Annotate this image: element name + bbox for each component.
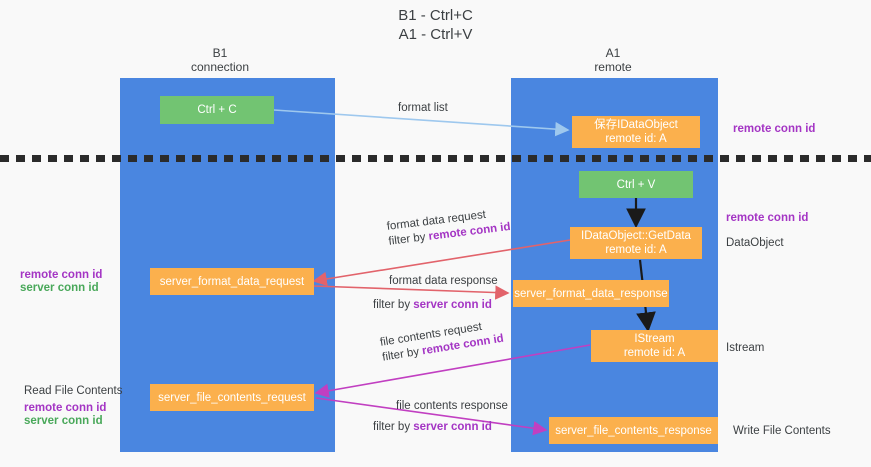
column-a1-name: A1: [605, 46, 621, 60]
edge-label-format-data-response-filter: filter by server conn id: [373, 298, 492, 313]
edge-label-file-contents-response-line1: file contents response: [396, 400, 508, 412]
edge-file-contents-request: [314, 344, 591, 398]
edge-label-format-data-response: format data response: [389, 274, 498, 289]
title-line-1: B1 - Ctrl+C: [398, 7, 473, 24]
annotation-right-dataobject: DataObject: [726, 237, 784, 249]
node-ctrl-v[interactable]: Ctrl + V: [579, 171, 693, 198]
node-istream-line1: IStream: [634, 333, 675, 345]
edge-label-file-contents-response-filter: filter by server conn id: [373, 420, 492, 435]
edge-format-list: [273, 109, 570, 137]
node-server-format-data-response[interactable]: server_format_data_response: [513, 280, 669, 307]
annotation-right-remote-conn-id-mid: remote conn id: [726, 212, 809, 224]
annotation-left-remote-conn-id-low: remote conn id: [24, 402, 107, 414]
node-server-format-data-request[interactable]: server_format_data_request: [150, 268, 314, 295]
diagram-title: B1 - Ctrl+C A1 - Ctrl+V: [0, 6, 871, 44]
node-ctrl-c[interactable]: Ctrl + C: [160, 96, 274, 124]
column-b1-name: B1: [212, 46, 228, 60]
node-server-file-contents-request[interactable]: server_file_contents_request: [150, 384, 314, 411]
node-idataobject-saved-line2: remote id: A: [605, 133, 667, 145]
node-idataobject-getdata[interactable]: IDataObject::GetData remote id: A: [570, 227, 702, 259]
phase-divider: [0, 155, 871, 162]
node-server-format-data-response-label: server_format_data_response: [514, 287, 668, 300]
node-idataobject-saved[interactable]: 保存IDataObject remote id: A: [572, 116, 700, 148]
edge-label-format-list: format list: [398, 102, 448, 114]
node-istream-line2: remote id: A: [623, 347, 686, 359]
edge-format-data-request: [312, 239, 571, 287]
edge-format-data-response: [313, 285, 510, 300]
node-server-format-data-request-label: server_format_data_request: [159, 275, 305, 288]
fcres-key: server conn id: [413, 421, 492, 433]
column-header-b1: B1 connection: [140, 46, 300, 74]
annotation-right-remote-conn-id-top: remote conn id: [733, 123, 816, 135]
edge-file-contents-response: [315, 397, 548, 436]
node-server-file-contents-request-label: server_file_contents_request: [158, 391, 306, 404]
fdres-prefix: filter by: [373, 299, 414, 311]
title-line-2: A1 - Ctrl+V: [398, 26, 473, 43]
annotation-right-istream: Istream: [726, 342, 765, 354]
column-header-a1: A1 remote: [533, 46, 693, 74]
node-istream[interactable]: IStream remote id: A: [591, 330, 718, 362]
column-a1-role: remote: [594, 60, 632, 74]
annotation-left-server-conn-id-mid: server conn id: [20, 282, 99, 294]
node-ctrl-c-label: Ctrl + C: [197, 104, 237, 116]
fdr-prefix: filter by: [387, 230, 430, 248]
annotation-left-remote-conn-id-mid: remote conn id: [20, 269, 103, 281]
node-server-file-contents-response[interactable]: server_file_contents_response: [549, 417, 718, 444]
edge-label-format-data-response-line1: format data response: [389, 275, 498, 287]
column-b1-role: connection: [190, 60, 250, 74]
fcres-prefix: filter by: [373, 421, 414, 433]
node-idataobject-getdata-line1: IDataObject::GetData: [581, 230, 691, 242]
fdres-key: server conn id: [413, 299, 492, 311]
edge-label-file-contents-response: file contents response: [396, 399, 508, 414]
annotation-left-read-file-contents: Read File Contents: [24, 385, 123, 397]
node-idataobject-saved-line1: 保存IDataObject: [594, 119, 678, 131]
node-idataobject-getdata-line2: remote id: A: [605, 244, 667, 256]
node-server-file-contents-response-label: server_file_contents_response: [555, 424, 712, 437]
annotation-right-write-file-contents: Write File Contents: [733, 425, 831, 437]
annotation-left-server-conn-id-low: server conn id: [24, 415, 103, 427]
node-ctrl-v-label: Ctrl + V: [616, 178, 656, 191]
